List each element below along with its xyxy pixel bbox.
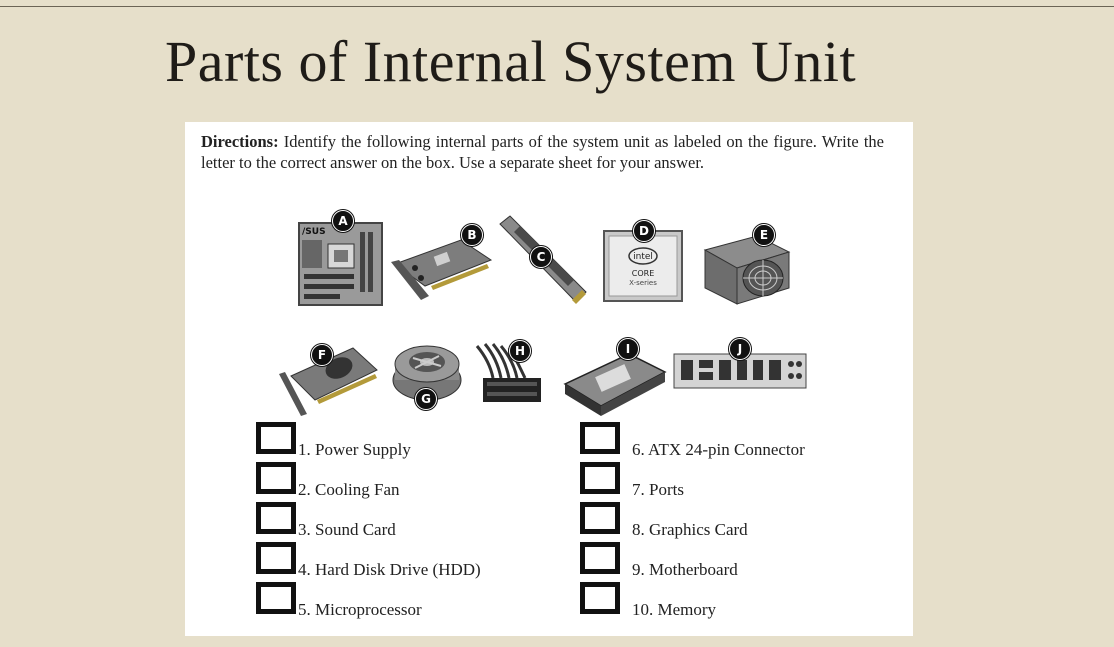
item-9: 9. Motherboard — [632, 560, 738, 579]
answer-box-2[interactable] — [256, 462, 296, 494]
ports-image: J — [673, 338, 807, 392]
motherboard-icon: /SUS — [298, 222, 383, 306]
label-a: A — [332, 210, 354, 232]
answer-box-6[interactable] — [580, 422, 620, 454]
answer-box-8[interactable] — [580, 502, 620, 534]
cooling-fan-icon — [392, 345, 462, 401]
item-5: 5. Microprocessor — [298, 600, 422, 619]
label-e: E — [753, 224, 775, 246]
label-f: F — [311, 344, 333, 366]
answer-box-1[interactable] — [256, 422, 296, 454]
label-h: H — [509, 340, 531, 362]
label-g: G — [415, 388, 437, 410]
graphics-card-icon — [279, 347, 378, 416]
power-supply-icon — [703, 235, 791, 305]
answer-box-5[interactable] — [256, 582, 296, 614]
cpu-brand: intel — [633, 252, 653, 262]
item-7: 7. Ports — [632, 480, 684, 499]
label-i: I — [617, 338, 639, 360]
label-j: J — [729, 338, 751, 360]
answer-box-9[interactable] — [580, 542, 620, 574]
cpu-line1: CORE — [632, 269, 655, 278]
cpu-line2: X-series — [629, 279, 657, 287]
answer-box-3[interactable] — [256, 502, 296, 534]
answer-box-10[interactable] — [580, 582, 620, 614]
item-8: 8. Graphics Card — [632, 520, 748, 539]
page-title: Parts of Internal System Unit — [165, 29, 857, 94]
item-10: 10. Memory — [632, 600, 717, 619]
memory-image: C — [498, 214, 588, 304]
label-c: C — [530, 246, 552, 268]
answer-box-4[interactable] — [256, 542, 296, 574]
item-3: 3. Sound Card — [298, 520, 396, 539]
item-6: 6. ATX 24-pin Connector — [632, 440, 805, 459]
sound-card-icon — [391, 239, 493, 300]
answer-box-7[interactable] — [580, 462, 620, 494]
graphics-card-image: F — [277, 344, 381, 416]
motherboard-brand: /SUS — [302, 227, 326, 237]
item-1: 1. Power Supply — [298, 440, 411, 459]
top-rule — [0, 6, 1114, 7]
directions-text: Directions: Identify the following inter… — [201, 131, 884, 173]
cooling-fan-image: G — [391, 334, 463, 410]
atx-connector-icon — [475, 343, 541, 402]
processor-icon: intel CORE X-series — [603, 230, 683, 302]
label-b: B — [461, 224, 483, 246]
worksheet-card: Directions: Identify the following inter… — [185, 122, 913, 636]
directions-label: Directions: — [201, 132, 279, 151]
label-d: D — [633, 220, 655, 242]
processor-image: intel CORE X-series D — [603, 220, 683, 302]
sound-card-image: B — [391, 224, 499, 302]
atx-connector-image: H — [473, 340, 545, 406]
item-4: 4. Hard Disk Drive (HDD) — [298, 560, 481, 579]
hard-disk-image: I — [563, 338, 667, 418]
item-2: 2. Cooling Fan — [298, 480, 400, 499]
directions-body: Identify the following internal parts of… — [201, 132, 884, 172]
motherboard-image: /SUS A — [298, 210, 383, 306]
power-supply-image: E — [697, 224, 792, 306]
hard-disk-icon — [563, 353, 667, 416]
